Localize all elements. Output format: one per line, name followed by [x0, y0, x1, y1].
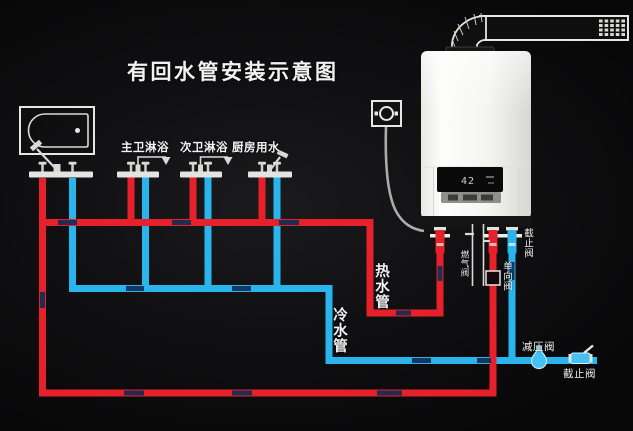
gas-pipe-and-valve-icon — [465, 224, 490, 286]
pressure-reducing-valve-label: 减压阀 — [522, 341, 555, 353]
bathtub-faucet-icon — [29, 139, 93, 178]
flue-terminal-grid-icon — [599, 19, 625, 36]
check-valve-label: 单向阀 — [501, 261, 512, 291]
shower-fixture-icon — [117, 156, 171, 178]
hot-return-pipe — [39, 178, 497, 397]
exhaust-duct-icon — [451, 12, 629, 58]
check-valve-icon — [485, 270, 501, 286]
fixture-label-master-bath: 主卫淋浴 — [121, 142, 169, 154]
gas-meter-icon — [371, 100, 402, 127]
hot-water-pipes — [39, 177, 497, 397]
mains-stop-valve-label: 截止阀 — [563, 368, 596, 380]
fixture-label-second-bath: 次卫淋浴 — [180, 142, 228, 154]
shower-fixture-icon — [180, 156, 233, 178]
kitchen-faucet-icon — [248, 149, 292, 178]
hot-pipe-label: 热水管 — [373, 263, 389, 310]
heater-display: 42 — [437, 167, 503, 192]
cold-inlet-stop-valve-icon — [502, 227, 522, 254]
heater-bottom-ports — [418, 216, 531, 228]
pressure-reducing-valve-icon — [530, 346, 548, 370]
gas-hose — [384, 126, 425, 233]
heater-control-strip — [441, 192, 501, 203]
heater-valves — [430, 224, 522, 286]
heater-display-value: 42 — [461, 176, 475, 187]
pipe-couplers — [40, 220, 515, 396]
fixture-label-kitchen: 厨房用水 — [232, 142, 280, 154]
diagram-title: 有回水管安装示意图 — [127, 61, 339, 84]
water-heater-unit: 42 — [418, 46, 531, 228]
return-inlet-valve-icon — [483, 227, 503, 254]
hot-outlet-valve-icon — [430, 227, 450, 254]
gas-valve-label: 燃气阀 — [460, 250, 470, 277]
cold-inlet-stop-valve-label: 截止阀 — [522, 228, 533, 258]
cold-pipe-label: 冷水管 — [331, 307, 347, 354]
bathtub-icon — [19, 106, 95, 155]
mains-stop-valve-icon — [568, 344, 594, 364]
